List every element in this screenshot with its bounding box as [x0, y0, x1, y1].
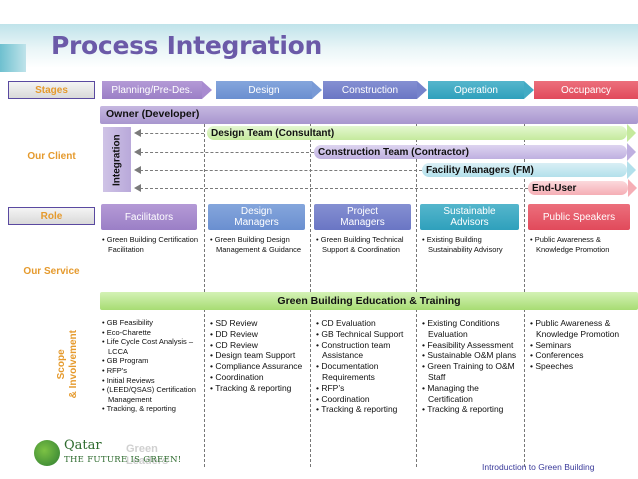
feedback-arrow-line — [140, 170, 422, 171]
list-item: • Public Awareness & Knowledge Promotion — [530, 235, 610, 254]
list-item: • DD Review — [210, 328, 258, 339]
title-banner — [0, 24, 638, 72]
feedback-arrow-line — [140, 133, 204, 134]
list-item: • (LEED/QSAS) Certification Management — [102, 385, 196, 404]
list-item: • Conferences — [530, 350, 584, 361]
list-item: • Existing Building Sustainability Advis… — [422, 235, 503, 254]
scope-list-2: • SD Review • DD Review • CD Review • De… — [210, 318, 304, 394]
list-item: • Tracking & reporting — [316, 404, 398, 415]
logo-watermark: Green Leaders — [126, 443, 169, 467]
stage-design: Design — [216, 81, 322, 99]
row-label-stages: Stages — [8, 81, 95, 99]
logo-slogan: THE FUTURE IS GREEN! — [64, 455, 182, 465]
role-project-managers: Project Managers — [314, 204, 411, 230]
stage-occupancy: Occupancy — [534, 81, 638, 99]
list-item: • Tracking & reporting — [210, 382, 292, 393]
service-list-2: • Green Building Design Management & Gui… — [210, 235, 304, 254]
role-facilitators: Facilitators — [101, 204, 197, 230]
list-item: • Public Awareness & Knowledge Promotion — [530, 318, 620, 339]
row-label-role: Role — [8, 207, 95, 225]
service-list-3: • Green Building Technical Support & Coo… — [316, 235, 412, 254]
service-list-5: • Public Awareness & Knowledge Promotion — [530, 235, 630, 254]
list-item: • Sustainable O&M plans — [422, 350, 517, 361]
list-item: • GB Technical Support — [316, 328, 404, 339]
end-user-bar: End-User — [528, 179, 637, 197]
list-item: • Initial Reviews — [102, 375, 155, 385]
list-item: • Construction team Assistance — [316, 339, 391, 361]
owner-label: Owner (Developer) — [106, 108, 200, 120]
feedback-arrow-head — [134, 184, 141, 192]
list-item: • Green Building Design Management & Gui… — [210, 235, 302, 254]
list-item: • Design team Support — [210, 350, 296, 361]
list-item: • Compliance Assurance — [210, 361, 303, 372]
integration-label: Integration — [111, 134, 123, 186]
integration-box — [103, 127, 131, 192]
list-item: • Speeches — [530, 361, 574, 372]
design-team-bar: Design Team (Consultant) — [207, 124, 636, 142]
row-label-service: Our Service — [23, 266, 80, 277]
role-design-managers: Design Managers — [208, 204, 305, 230]
scope-list-3: • CD Evaluation • GB Technical Support •… — [316, 318, 412, 415]
list-item: • RFP’s — [102, 365, 127, 375]
row-label-client: Our Client — [27, 151, 76, 162]
construction-team-bar: Construction Team (Contractor) — [314, 143, 636, 161]
owner-bar — [100, 106, 638, 124]
list-item: • Feasibility Assessment — [422, 339, 514, 350]
stage-operation: Operation — [428, 81, 534, 99]
list-item: • Seminars — [530, 339, 572, 350]
feedback-arrow-line — [140, 188, 528, 189]
list-item: • Tracking & reporting — [422, 404, 504, 415]
title-accent — [0, 44, 26, 72]
scope-list-5: • Public Awareness & Knowledge Promotion… — [530, 318, 630, 372]
feedback-arrow-head — [134, 148, 141, 156]
list-item: • Eco-Charette — [102, 327, 151, 337]
list-item: • GB Feasibility — [102, 318, 153, 327]
stage-planning: Planning/Pre-Des. — [102, 81, 212, 99]
list-item: • CD Review — [210, 339, 258, 350]
facility-managers-bar: Facility Managers (FM) — [422, 161, 636, 179]
list-item: • Life Cycle Cost Analysis – LCCA — [102, 337, 194, 356]
list-item: • Green Building Technical Support & Coo… — [316, 235, 404, 254]
page-title: Process Integration — [51, 31, 322, 60]
feedback-arrow-head — [134, 129, 141, 137]
list-item: • CD Evaluation — [316, 318, 376, 328]
list-item: • Tracking, & reporting — [102, 404, 176, 414]
scope-list-1: • GB Feasibility • Eco-Charette • Life C… — [102, 318, 198, 414]
list-item: • GB Program — [102, 356, 149, 366]
logo: Qatar Green Leaders THE FUTURE IS GREEN! — [34, 438, 184, 476]
list-item: • SD Review — [210, 318, 258, 328]
service-list-4: • Existing Building Sustainability Advis… — [422, 235, 518, 254]
logo-name: Qatar — [64, 438, 102, 453]
footer-text: Introduction to Green Building — [482, 462, 595, 472]
list-item: • Green Training to O&M Staff — [422, 361, 515, 382]
leaf-icon — [34, 440, 60, 466]
list-item: • RFP’s — [316, 382, 345, 393]
feedback-arrow-line — [140, 152, 314, 153]
scope-list-4: • Existing Conditions Evaluation • Feasi… — [422, 318, 520, 415]
service-list-1: • Green Building Certification Facilitat… — [102, 235, 198, 254]
row-label-scope: Scope & Involvement — [56, 330, 79, 399]
list-item: • Documentation Requirements — [316, 361, 379, 382]
list-item: • Coordination — [316, 393, 370, 404]
role-public-speakers: Public Speakers — [528, 204, 630, 230]
list-item: • Managing the Certification — [422, 382, 479, 404]
list-item: • Coordination — [210, 371, 264, 382]
stage-construction: Construction — [323, 81, 427, 99]
education-bar: Green Building Education & Training — [100, 292, 638, 310]
list-item: • Existing Conditions Evaluation — [422, 318, 500, 339]
feedback-arrow-head — [134, 166, 141, 174]
role-sustainable-advisors: Sustainable Advisors — [420, 204, 519, 230]
list-item: • Green Building Certification Facilitat… — [102, 235, 199, 254]
